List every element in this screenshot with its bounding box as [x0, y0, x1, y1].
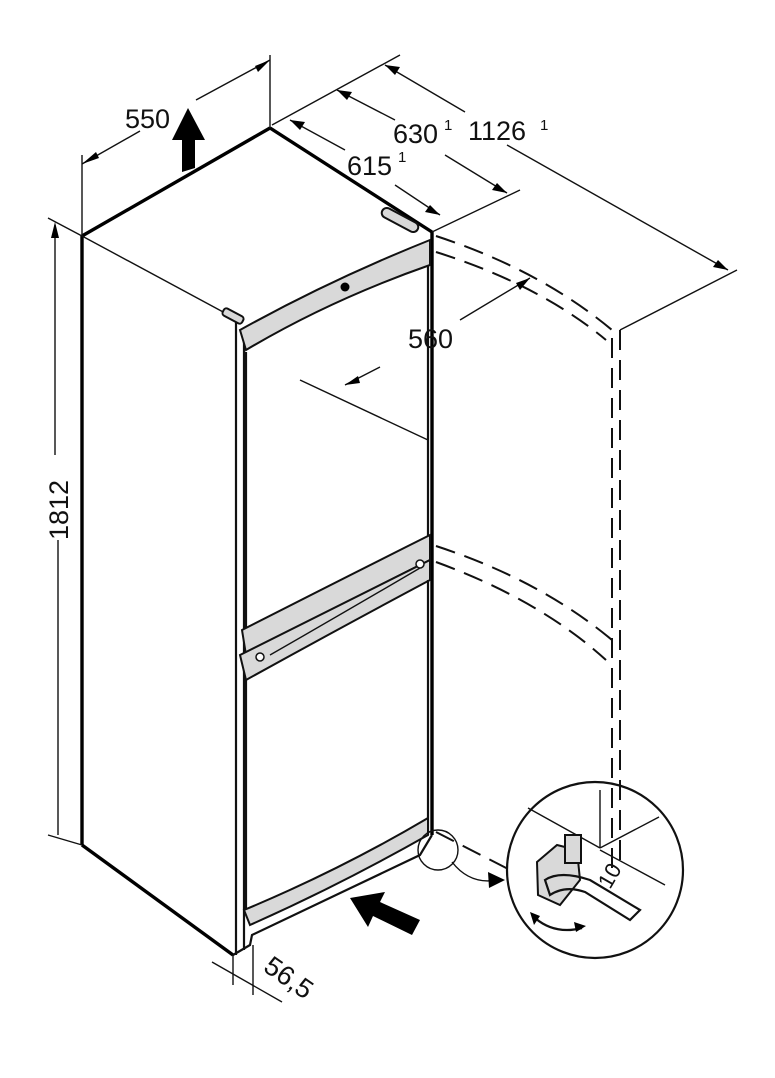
depth-open-label: 1126	[468, 116, 526, 146]
depth-handle-label: 630	[393, 119, 438, 149]
depth-handle-note: 1	[444, 117, 452, 134]
height-label: 1812	[44, 480, 74, 540]
depth-body-label: 615	[347, 151, 392, 181]
width-label: 550	[125, 104, 170, 134]
depth-open-note: 1	[540, 117, 548, 134]
up-arrow-icon	[172, 108, 205, 172]
foot-offset-label: 56,5	[259, 950, 319, 1005]
door-width-label: 560	[408, 324, 453, 354]
push-arrow-icon	[350, 892, 420, 935]
foot-detail	[417, 780, 685, 960]
fridge-body	[80, 126, 434, 957]
depth-body-note: 1	[398, 149, 406, 166]
wrench-size-label: 10	[593, 859, 627, 893]
lower-door	[238, 558, 431, 927]
bolt-icon	[564, 834, 582, 864]
upper-door	[221, 206, 431, 657]
hinge-icon	[380, 206, 420, 234]
dimension-lines	[47, 54, 738, 1003]
status-indicator-icon	[340, 282, 350, 292]
open-door-outline	[435, 235, 621, 871]
